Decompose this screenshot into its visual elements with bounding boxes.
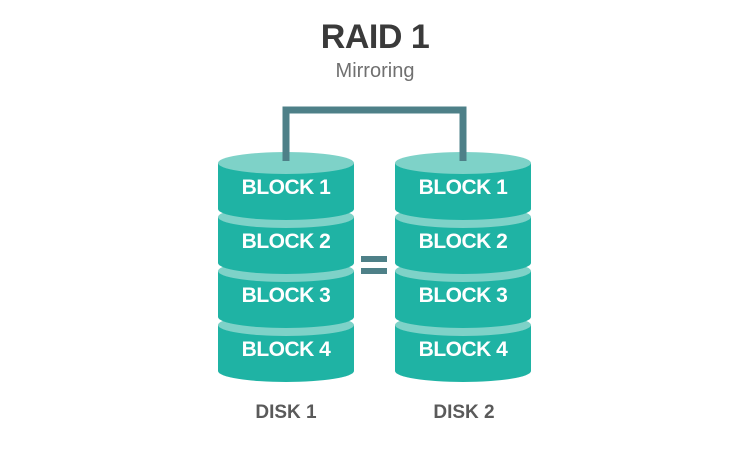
block-label: BLOCK 1: [419, 176, 508, 199]
disk-1-block-1: BLOCK 1: [218, 152, 354, 220]
block-label: BLOCK 3: [242, 284, 331, 307]
block-label: BLOCK 2: [419, 230, 508, 253]
block-label: BLOCK 3: [419, 284, 508, 307]
connector-line: [282, 106, 467, 161]
cylinder-side: [395, 217, 531, 274]
connector-stub-1: [282, 149, 290, 161]
block-label: BLOCK 4: [419, 338, 508, 361]
equals-sign: [361, 256, 387, 274]
equals-bar-bottom: [361, 268, 387, 274]
cylinder-side: [218, 325, 354, 382]
block-label: BLOCK 4: [242, 338, 331, 361]
cylinder-top: [218, 152, 354, 174]
cylinder-side: [395, 271, 531, 328]
disk-2-block-1: BLOCK 1: [395, 152, 531, 220]
block-label: BLOCK 2: [242, 230, 331, 253]
disk-1: BLOCK 4 BLOCK 3 BLOCK 2 BLOCK 1: [218, 152, 354, 382]
diagram-title: RAID 1: [320, 18, 430, 56]
disk-1-label: DISK 1: [255, 402, 317, 423]
cylinder-side: [218, 217, 354, 274]
disk-2-label: DISK 2: [433, 402, 495, 423]
connector-stub-2: [459, 149, 467, 161]
cylinder-side: [218, 163, 354, 220]
mirror-connector: [282, 106, 467, 161]
cylinder-top: [395, 152, 531, 174]
block-label: BLOCK 1: [242, 176, 331, 199]
disk-2: BLOCK 4 BLOCK 3 BLOCK 2 BLOCK 1: [395, 152, 531, 382]
equals-bar-top: [361, 256, 387, 262]
disk-1-block-4: BLOCK 4: [218, 314, 354, 382]
cylinder-side: [218, 271, 354, 328]
cylinder-side: [395, 325, 531, 382]
diagram-subtitle: Mirroring: [335, 60, 415, 82]
cylinder-side: [395, 163, 531, 220]
